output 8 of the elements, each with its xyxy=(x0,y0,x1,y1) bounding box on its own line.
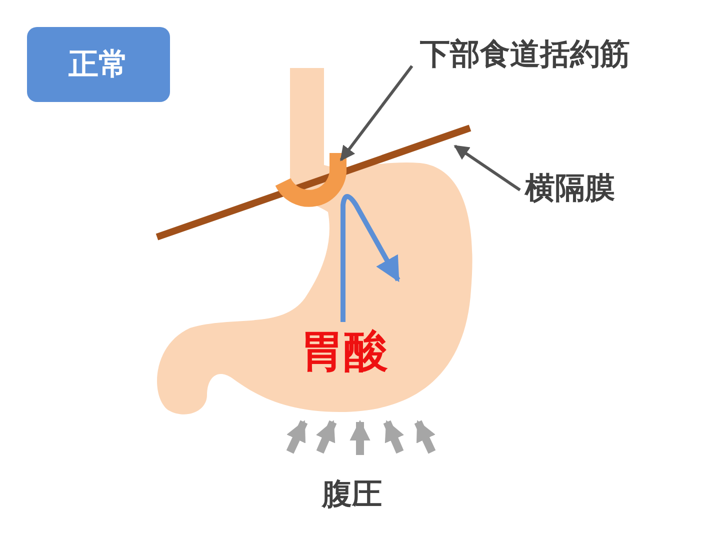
part-label: 横隔膜 xyxy=(525,172,615,205)
annotation-text: 胃酸 xyxy=(300,328,388,376)
status-badge: 正常 xyxy=(27,27,170,102)
leader-line xyxy=(454,144,521,192)
annotation-text: 腹圧 xyxy=(322,478,382,511)
diaphragm-line xyxy=(156,124,472,240)
leader-line xyxy=(340,65,414,162)
part-label: 下部食道括約筋 xyxy=(420,38,630,71)
